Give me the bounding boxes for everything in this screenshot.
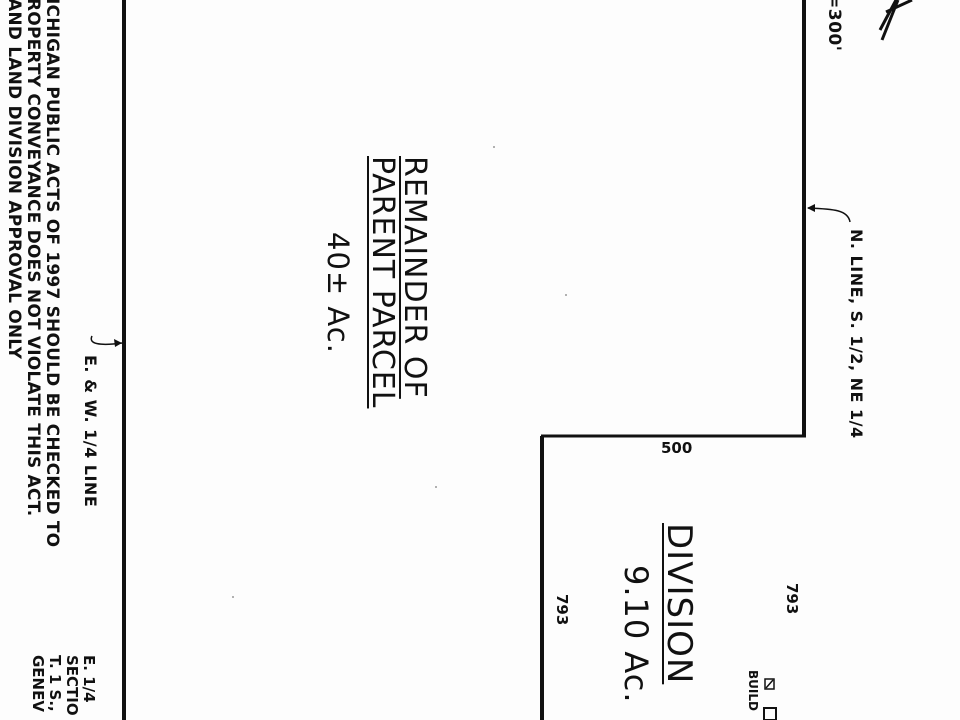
parent-parcel-area: 40± Ac. [321,232,355,354]
section-corner-notes: E. 1/4 SECTIO T. 1 S., GENEV [29,655,98,716]
division-area: 9.10 Ac. [617,565,655,704]
division-title: DIVISION [659,523,699,685]
parent-parcel-title-line1: REMAINDER OF [397,156,432,399]
parent-parcel-title-line2: PARENT PARCEL [365,156,400,409]
building-icon [764,678,775,690]
note-line-3: AND LAND DIVISION APPROVAL ONLY [4,0,24,360]
scale-note: =300' [824,0,844,52]
corner-note-line-2: SECTIO [63,655,81,716]
building-outline [763,707,777,720]
parent-parcel-title: REMAINDER OF PARENT PARCEL [365,156,432,409]
corner-note-line-1: E. 1/4 [80,655,98,703]
north-arrow-fragment [878,0,913,41]
division-dim-right: 793 [783,583,801,615]
north-line-arrowhead [807,204,815,212]
build-label: BUILD [746,670,760,711]
scan-speck [232,596,234,598]
division-dim-top: 500 [661,439,693,457]
corner-note-line-3: T. 1 S., [46,655,64,712]
scan-speck [565,294,567,296]
north-line-label: N. LINE, S. 1/2, NE 1/4 [847,229,866,439]
act-compliance-notes: ICHIGAN PUBLIC ACTS OF 1997 SHOULD BE CH… [4,0,62,548]
quarter-line-arrowhead [114,339,122,347]
corner-note-line-4: GENEV [29,655,47,712]
division-dim-left: 793 [553,594,571,626]
note-line-2: ROPERTY CONVEYANCE DOES NOT VIOLATE THIS… [23,0,43,517]
scan-speck [435,486,437,488]
quarter-line-label: E. & W. 1/4 LINE [81,355,100,508]
building-icon-mark [765,679,774,689]
note-line-1: ICHIGAN PUBLIC ACTS OF 1997 SHOULD BE CH… [42,0,62,548]
scan-speck [493,146,495,148]
